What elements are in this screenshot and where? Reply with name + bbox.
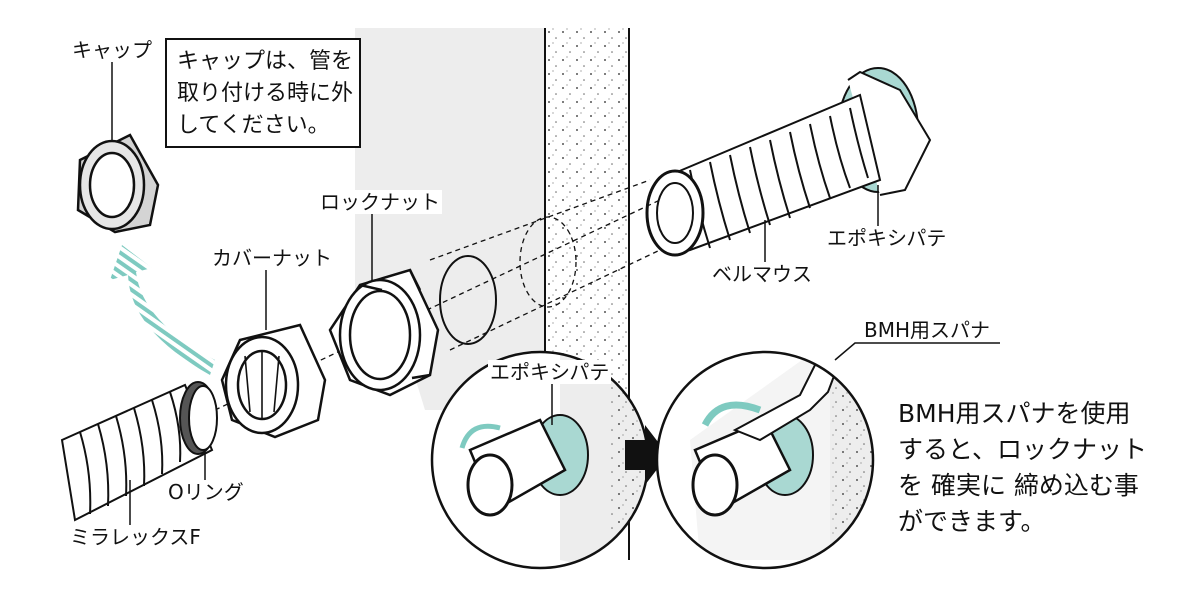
tip-line-4: ができます。 bbox=[898, 507, 1046, 536]
label-miralex: ミラレックスF bbox=[68, 525, 203, 549]
cap-note-line-1: キャップは、管を bbox=[177, 49, 354, 74]
cover-nut-drawing bbox=[220, 323, 327, 439]
wall-hole-ring bbox=[439, 255, 497, 345]
label-epoxy-putty-detail: エポキシパテ bbox=[488, 360, 612, 384]
tip-line-2: すると、ロックナット bbox=[898, 435, 1148, 464]
leader-lines bbox=[111, 62, 1000, 525]
label-bmh-spanner: BMH用スパナ bbox=[862, 318, 993, 342]
cap-note-box: キャップは、管を 取り付ける時に外 してください。 bbox=[165, 38, 361, 148]
next-step-arrow bbox=[625, 425, 668, 485]
lock-nut-drawing bbox=[328, 268, 440, 397]
label-cover-nut: カバーナット bbox=[210, 246, 334, 270]
miralex-pipe-drawing bbox=[60, 381, 218, 522]
cap-drawing bbox=[76, 133, 160, 234]
cap-removal-arrow bbox=[110, 245, 215, 375]
detail-circle-after bbox=[655, 350, 875, 570]
label-epoxy-putty-main: エポキシパテ bbox=[825, 226, 949, 250]
label-bell-mouth: ベルマウス bbox=[710, 262, 814, 286]
wall-panel bbox=[355, 28, 630, 560]
tip-line-1: BMH用スパナを使用 bbox=[898, 399, 1131, 428]
tip-line-3: を 確実に 締め込む事 bbox=[898, 471, 1139, 500]
label-o-ring: Oリング bbox=[166, 480, 246, 504]
label-lock-nut: ロックナット bbox=[318, 190, 442, 214]
label-cap: キャップ bbox=[70, 38, 154, 62]
cap-note-line-3: してください。 bbox=[177, 113, 330, 138]
spanner-tip-text: BMH用スパナを使用 すると、ロックナット を 確実に 締め込む事 ができます。 bbox=[898, 396, 1147, 540]
detail-circle-before bbox=[430, 350, 650, 570]
cap-note-line-2: 取り付ける時に外 bbox=[177, 81, 354, 106]
